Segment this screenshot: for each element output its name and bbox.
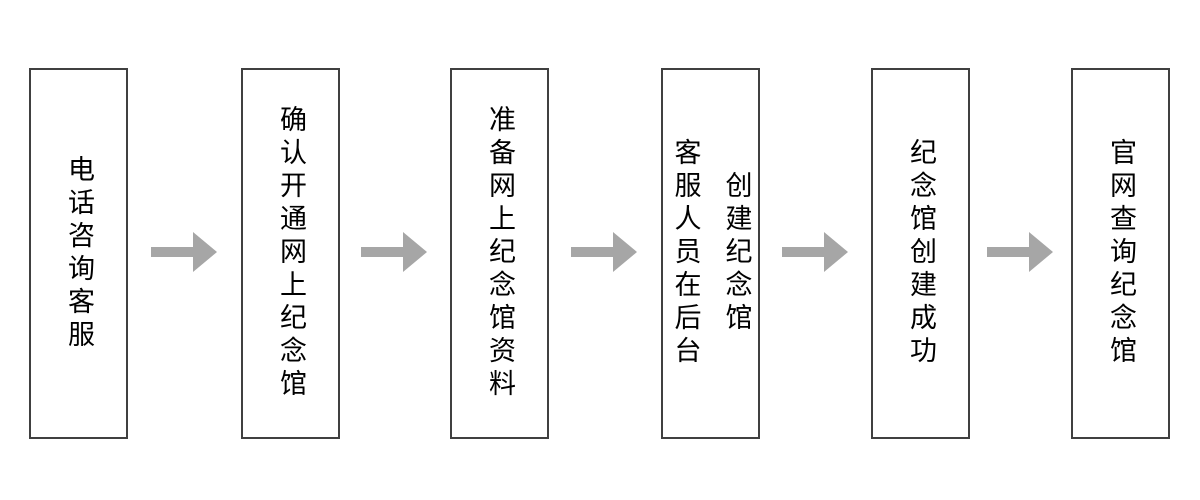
flow-step-create-success: 纪念馆创建成功	[871, 68, 970, 439]
flow-step-label: 准备网上纪念馆资料	[485, 105, 515, 402]
flow-step-phone-consult: 电话咨询客服	[29, 68, 128, 439]
arrow-right-icon	[361, 230, 427, 274]
flow-step-label-line-1: 客服人员在后台	[670, 138, 701, 369]
flow-step-label: 确认开通网上纪念馆	[276, 105, 306, 402]
arrow-right-icon	[782, 230, 848, 274]
flow-step-label-line-2: 创建纪念馆	[721, 171, 752, 336]
flow-step-prepare-materials: 准备网上纪念馆资料	[450, 68, 549, 439]
flow-step-official-site-query: 官网查询纪念馆	[1071, 68, 1170, 439]
arrow-right-icon	[151, 230, 217, 274]
arrow-right-icon	[987, 230, 1053, 274]
arrow-right-icon	[571, 230, 637, 274]
flow-step-label: 纪念馆创建成功	[906, 138, 936, 369]
flow-step-label: 电话咨询客服	[64, 154, 94, 353]
flow-step-label: 官网查询纪念馆	[1106, 138, 1136, 369]
flow-step-confirm-open: 确认开通网上纪念馆	[241, 68, 340, 439]
flow-step-backend-create: 客服人员在后台 创建纪念馆	[661, 68, 760, 439]
